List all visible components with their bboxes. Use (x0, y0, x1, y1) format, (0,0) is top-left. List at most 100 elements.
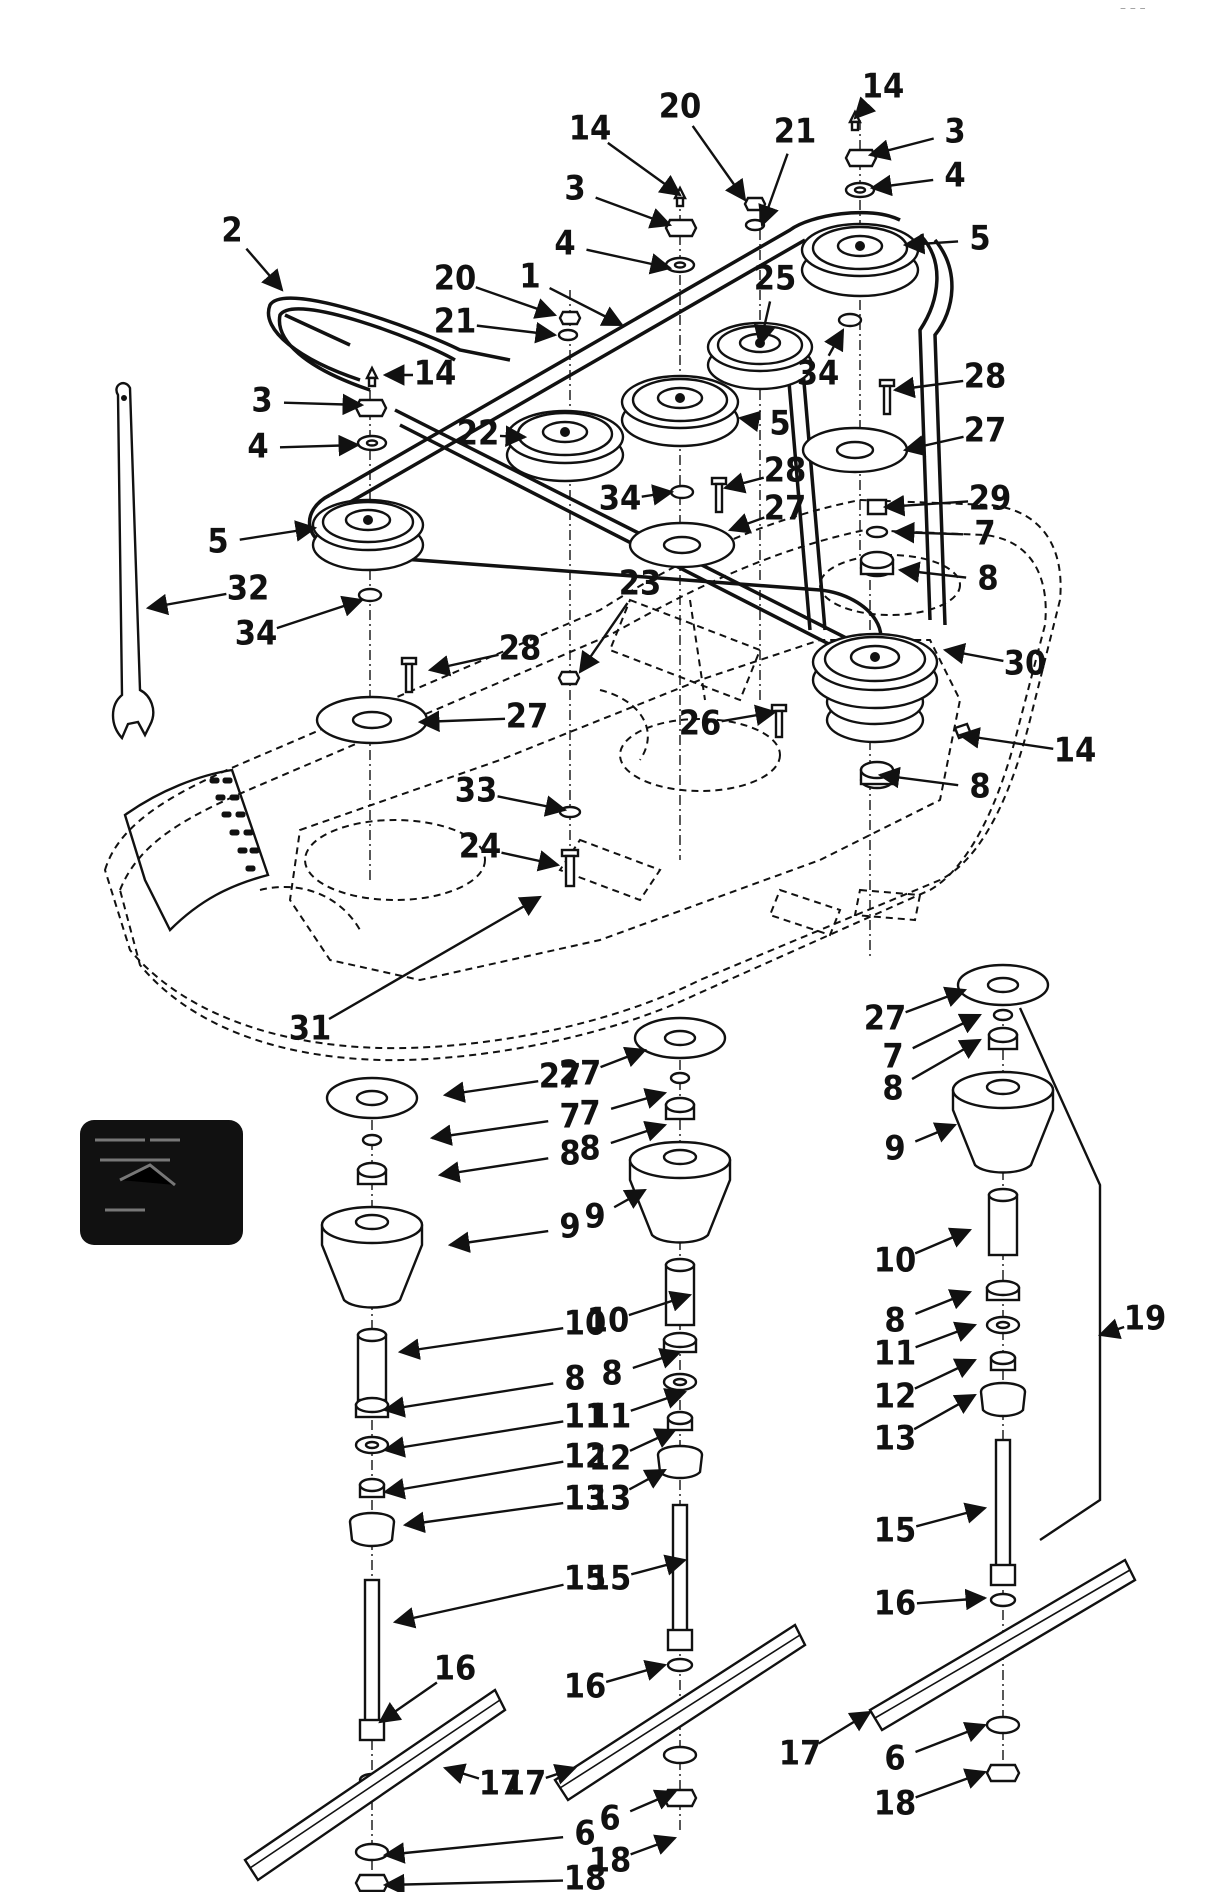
callout-c3c: 3 (251, 381, 272, 421)
pulley-5-left (311, 498, 425, 572)
bracket-19 (1018, 1007, 1102, 1541)
leader-line-c17c (545, 1764, 578, 1785)
leader-line-c3c (283, 393, 365, 416)
leader-line-c12c (382, 1460, 564, 1500)
leader-line-c11a (915, 1321, 978, 1349)
leader-line-c4c (279, 434, 361, 457)
discharge-chute (123, 768, 270, 933)
leader-line-c6a (915, 1721, 988, 1754)
spindle-assembly-middle (553, 1016, 807, 1808)
callout-c1: 1 (519, 257, 540, 297)
callout-c10c: 10 (564, 1304, 607, 1344)
leader-line-c8h (382, 1382, 554, 1418)
callout-c16b: 16 (434, 1649, 477, 1689)
callout-c11a: 11 (874, 1334, 917, 1374)
callout-c17b: 17 (479, 1764, 522, 1804)
callout-c4c: 4 (247, 427, 268, 467)
callout-c15b: 15 (564, 1559, 607, 1599)
leader-line-c22 (499, 425, 528, 447)
leader-line-c24 (501, 850, 561, 872)
leader-line-c13c (628, 1468, 667, 1491)
callout-c22: 22 (457, 414, 500, 454)
idler-pulley-30 (811, 632, 939, 744)
callout-c27d: 27 (864, 999, 907, 1039)
callout-c27b: 27 (764, 489, 807, 529)
callout-c34c: 34 (235, 614, 278, 654)
corner-mark: – – – (1120, 1, 1146, 15)
callout-c23: 23 (619, 564, 662, 604)
callout-c28a: 28 (964, 357, 1007, 397)
leader-line-c27a (902, 435, 964, 457)
leader-line-c8c (911, 1038, 982, 1081)
leader-line-c5a (902, 232, 959, 255)
belt-2 (266, 296, 511, 392)
callout-c12c: 12 (564, 1437, 607, 1477)
leader-line-c11b (630, 1388, 688, 1412)
leader-line-c21b (476, 321, 558, 344)
leader-line-c28a (892, 376, 964, 399)
leader-line-c34b (641, 484, 675, 506)
leader-line-c14a (853, 96, 877, 120)
leader-line-c18c (630, 1834, 678, 1856)
callout-c27c: 27 (506, 697, 549, 737)
leader-line-c27b (727, 513, 765, 534)
callout-c18b: 18 (564, 1859, 607, 1892)
reference-plate (80, 1120, 243, 1245)
callout-c27a: 27 (964, 411, 1007, 451)
leader-line-c15a (915, 1502, 988, 1528)
callout-c9b: 9 (559, 1207, 580, 1247)
callout-c7c: 7 (559, 1097, 580, 1137)
leader-line-c19 (1097, 1318, 1125, 1340)
leader-line-c1 (549, 286, 624, 327)
leader-line-c8e (610, 1120, 668, 1145)
callout-c5c: 5 (207, 522, 228, 562)
callout-c9c: 9 (584, 1197, 605, 1237)
callout-c14c: 14 (414, 354, 457, 394)
leader-line-c27f (600, 1046, 648, 1069)
leader-line-c13a (913, 1393, 977, 1431)
callout-c21b: 21 (434, 302, 477, 342)
callout-c8c: 8 (882, 1069, 903, 1109)
callout-c10b: 10 (587, 1301, 630, 1341)
leader-line-c30 (942, 642, 1004, 665)
pulley-22 (505, 409, 625, 483)
callout-c16a: 16 (874, 1584, 917, 1624)
callout-c17a: 17 (779, 1734, 822, 1774)
leader-line-c33 (497, 795, 568, 817)
wrench-32 (111, 381, 155, 741)
leader-line-c14b (607, 141, 682, 197)
leader-line-c8f (914, 1289, 973, 1315)
callout-c8h: 8 (564, 1359, 585, 1399)
callout-leaders (145, 96, 1125, 1892)
callout-c28c: 28 (499, 629, 542, 669)
callout-c13a: 13 (874, 1419, 917, 1459)
callout-c9a: 9 (884, 1129, 905, 1169)
leader-line-c9c (613, 1188, 647, 1209)
leader-line-c17b (442, 1763, 480, 1785)
leader-line-c28b (722, 472, 765, 494)
callout-c5a: 5 (969, 219, 990, 259)
leader-line-c9a (914, 1122, 957, 1143)
leader-line-c8g (632, 1347, 683, 1370)
leader-line-c2 (245, 247, 284, 292)
callout-c11c: 11 (564, 1397, 607, 1437)
callout-c20b: 20 (434, 259, 477, 299)
leader-line-c34a (824, 328, 845, 357)
leader-line-c25 (753, 301, 775, 348)
callout-c7a: 7 (974, 514, 995, 554)
callout-c34b: 34 (599, 479, 642, 519)
leader-line-c7b (912, 1013, 982, 1050)
pulley-5-right (800, 222, 920, 298)
leader-line-c16b (378, 1681, 438, 1724)
callout-c14b: 14 (569, 109, 612, 149)
callout-c27e: 27 (539, 1057, 582, 1097)
leader-line-c7c (429, 1119, 549, 1146)
leader-line-c15b (392, 1583, 564, 1629)
leader-line-c6c (629, 1789, 677, 1813)
leader-line-c4b (586, 248, 673, 275)
leader-line-c28c (427, 653, 499, 677)
callout-c8e: 8 (579, 1129, 600, 1169)
leader-line-c29 (882, 494, 969, 517)
